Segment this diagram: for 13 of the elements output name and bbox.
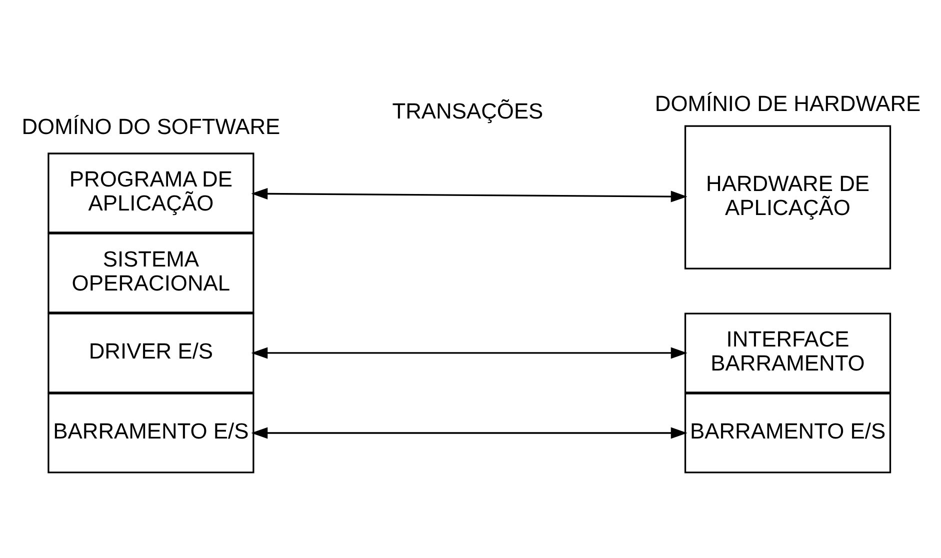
node-box: DRIVER E/S: [47, 312, 254, 394]
arrow: [250, 347, 687, 359]
node-box: HARDWARE DE APLICAÇÃO: [684, 125, 891, 270]
label: DOMÍNIO DE HARDWARE: [654, 90, 920, 116]
arrow: [250, 188, 687, 202]
arrow: [250, 427, 687, 439]
node-box: SISTEMA OPERACIONAL: [47, 232, 254, 314]
node-box: BARRAMENTO E/S: [47, 392, 254, 474]
node-box: BARRAMENTO E/S: [684, 392, 891, 474]
node-box: INTERFACE BARRAMENTO: [684, 312, 891, 394]
node-box: PROGRAMA DE APLICAÇÃO: [47, 152, 254, 234]
label: DOMÍNO DO SOFTWARE: [21, 114, 280, 139]
label: TRANSAÇÕES: [392, 98, 543, 124]
